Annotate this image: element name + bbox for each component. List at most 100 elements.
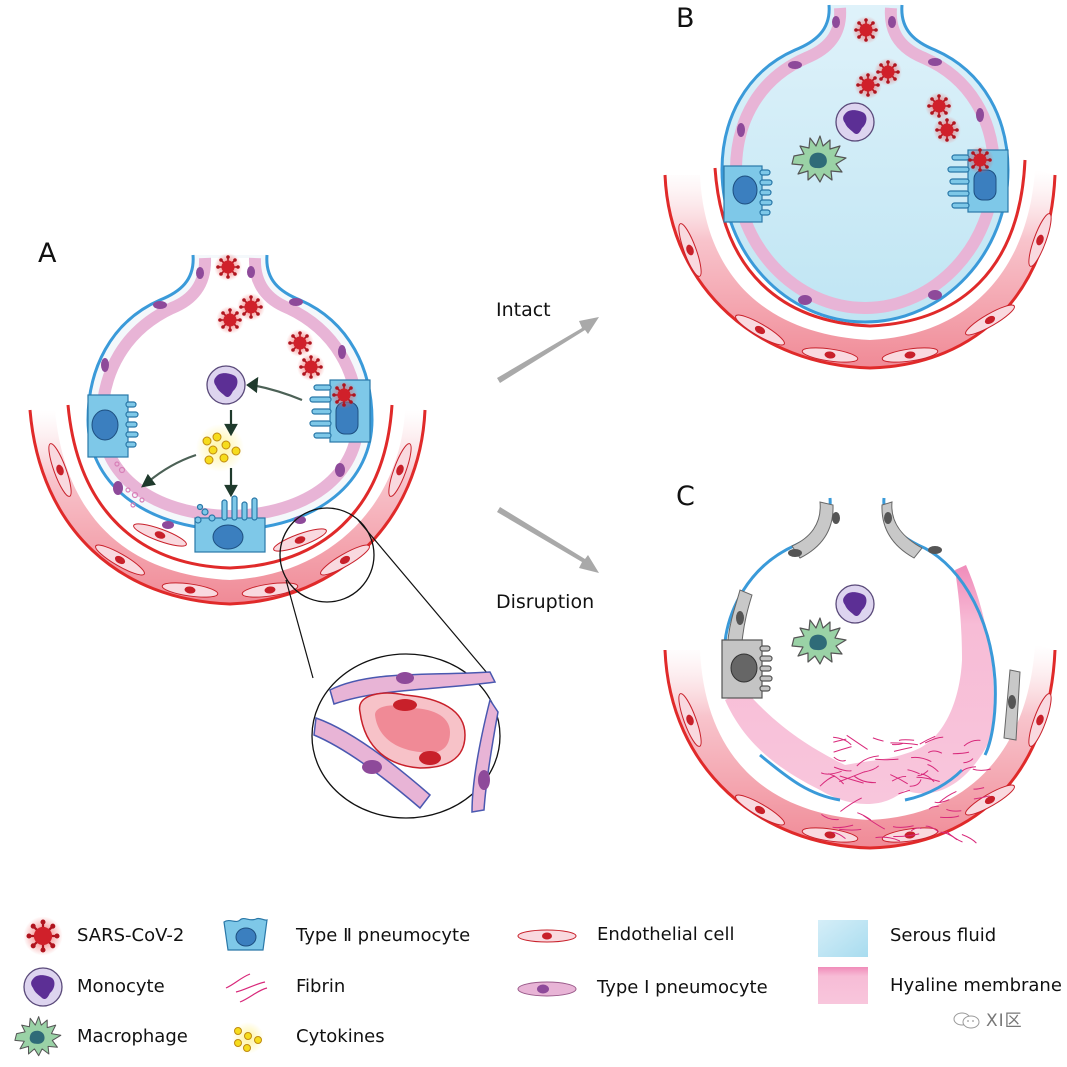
fibrin-strand xyxy=(872,737,884,742)
fibrin-strand xyxy=(907,769,920,775)
fibrin-strand xyxy=(840,797,862,812)
fibrin-strand xyxy=(846,734,868,750)
fibrin-strands-c xyxy=(819,734,991,844)
panel-a: A xyxy=(28,238,501,819)
fibrin-strand xyxy=(856,755,879,767)
type2-cell-right-b xyxy=(947,145,1009,213)
transition-arrows xyxy=(497,317,599,573)
panel-label-a: A xyxy=(38,238,57,269)
fibrin-strand xyxy=(963,758,974,764)
fibrin-strand xyxy=(892,825,914,828)
fibrin-strand xyxy=(939,790,957,803)
legend-type2-pneumocyte-icon xyxy=(223,917,268,951)
legend-label-fibrin: Fibrin xyxy=(296,976,346,997)
fibrin-strand xyxy=(973,787,985,790)
fibrin-strand xyxy=(952,751,970,755)
fibrin-strand xyxy=(833,766,852,772)
legend-label-type2-pneumocyte: Type Ⅱ pneumocyte xyxy=(296,925,471,946)
type2-cell-bottom-a xyxy=(194,495,266,553)
fibrin-strand xyxy=(945,830,963,843)
legend-label-sars-cov-2: SARS-CoV-2 xyxy=(77,925,185,946)
arrow-disruption xyxy=(497,507,599,573)
legend-label-endothelial-cell: Endothelial cell xyxy=(597,924,735,945)
fibrin-strand xyxy=(961,834,977,844)
fibrin-strand xyxy=(891,775,907,782)
legend-virus-icon xyxy=(22,915,64,957)
type2-cell-right-a xyxy=(309,379,371,443)
alveolus-b-serous-fluid xyxy=(720,4,1010,324)
fibrin-strand xyxy=(972,768,991,771)
legend-label-cytokines: Cytokines xyxy=(296,1026,385,1047)
dead-cell-nuclei-c xyxy=(736,512,1016,709)
fibrin-strand xyxy=(833,738,847,743)
fibrin-strand xyxy=(839,828,862,831)
fibrin-strand xyxy=(920,773,935,783)
watermark: XI区 xyxy=(952,1011,1023,1031)
fibrin-strand xyxy=(890,742,918,746)
capillary-c xyxy=(665,645,1055,848)
fibrin-strand xyxy=(857,812,872,821)
fibrin-strand xyxy=(828,773,844,785)
fibrin-strand xyxy=(927,764,939,773)
fibrin-strand xyxy=(832,824,854,829)
fibrin-strand xyxy=(924,736,944,744)
capillary-a xyxy=(30,410,425,604)
fibrin-strand xyxy=(946,808,962,812)
fibrin-strand xyxy=(893,833,920,838)
type1-lining-b xyxy=(729,7,1001,315)
type1-nuclei-a xyxy=(101,266,346,529)
legend-cytokines-icon xyxy=(232,1022,264,1054)
fibrin-strand xyxy=(875,836,901,842)
fibrin-strand xyxy=(940,831,958,841)
capillary-b xyxy=(665,170,1055,368)
panel-label-c: C xyxy=(676,481,695,512)
fibrin-strand xyxy=(833,746,852,753)
damaged-type2-cell-c xyxy=(721,639,773,699)
fibrin-strand xyxy=(916,776,940,782)
fibrin-strand xyxy=(864,765,880,773)
fibrin-strand xyxy=(928,750,943,754)
type2-cell-left-b xyxy=(723,165,773,223)
signal-arrows-a xyxy=(141,376,303,498)
fibrin-strand xyxy=(832,831,846,839)
fibrin-strand xyxy=(854,775,876,784)
panel-c: C xyxy=(663,481,1057,850)
type2-cell-left-a xyxy=(87,394,139,458)
fibrin-strand xyxy=(821,814,839,821)
legend-label-hyaline-membrane: Hyaline membrane xyxy=(890,975,1062,996)
fibrin-strand xyxy=(961,766,976,772)
panel-label-b: B xyxy=(676,3,695,34)
fibrin-strand xyxy=(898,789,911,795)
label-intact: Intact xyxy=(496,299,551,321)
monocyte-b xyxy=(835,102,875,142)
fibrin-strand xyxy=(890,774,908,785)
legend-hyaline-membrane-swatch xyxy=(818,967,868,1004)
magnify-line-right xyxy=(357,519,494,681)
chat-bubbles-icon xyxy=(953,1012,980,1029)
legend-label-serous-fluid: Serous fluid xyxy=(890,925,997,946)
fibrin-strand xyxy=(910,827,922,832)
fibrin-strand xyxy=(940,815,960,819)
type1-nuclei-b xyxy=(737,16,984,305)
legend-label-macrophage: Macrophage xyxy=(77,1026,188,1047)
legend-label-monocyte: Monocyte xyxy=(77,976,165,997)
monocyte-c xyxy=(835,584,875,624)
label-disruption: Disruption xyxy=(496,591,594,613)
capillary-inner-wall-a xyxy=(66,404,394,570)
fibrin-strand xyxy=(973,795,990,800)
fibrin-strand xyxy=(934,799,950,804)
cytokines-a xyxy=(196,424,244,472)
fibrin-strand xyxy=(875,758,899,761)
magnify-line-left xyxy=(285,579,314,679)
capillary-outer-wall-a xyxy=(28,409,427,606)
legend-endothelial-cell-icon xyxy=(517,929,577,943)
monocyte-a xyxy=(206,365,246,405)
watermark-text: XI区 xyxy=(986,1011,1023,1031)
fibrin-strand xyxy=(911,756,932,763)
legend-type1-pneumocyte-icon xyxy=(517,981,577,997)
fibrin-strand xyxy=(928,805,939,810)
macrophage-c xyxy=(791,617,847,665)
fibrin-strand xyxy=(833,736,852,746)
legend-monocyte-icon xyxy=(23,967,63,1007)
